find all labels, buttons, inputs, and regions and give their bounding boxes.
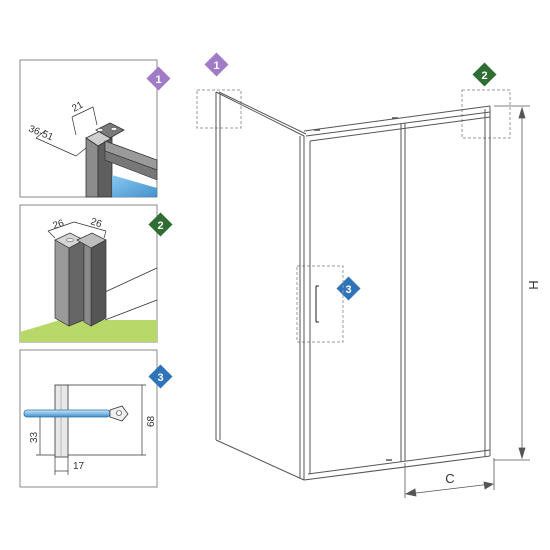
shower-enclosure [196,89,511,481]
height-label: H [526,280,541,289]
detail-1-dimension-lines [35,106,98,157]
front-frame [303,105,491,481]
marker-2-main-label: 2 [481,70,487,82]
detail-1-dim-top: 21 [70,100,85,115]
width-dimension [404,458,495,498]
detail-panel-3: 68 33 17 [19,349,158,488]
detail-3-dim-height: 68 [146,415,157,427]
door-handle [315,285,319,323]
marker-1-main: 1 [204,52,229,77]
width-label: C [445,471,454,486]
marker-2-panel: 2 [148,212,173,237]
callout-box-3 [296,265,344,343]
side-panel [215,91,307,481]
detail-3-dim-width: 17 [73,461,85,472]
marker-1-main-label: 1 [213,60,219,72]
marker-2-panel-label: 2 [157,220,163,232]
marker-2-main: 2 [472,62,497,87]
floor-surface [20,320,157,342]
marker-3-main: 3 [336,276,361,301]
callout-box-2 [461,89,511,139]
detail-2-dim-right: 26 [89,216,103,230]
glass-panel-section [23,409,111,418]
callout-box-1 [196,89,242,129]
marker-3-main-label: 3 [345,284,351,296]
corner-post-profile [54,232,107,327]
marker-3-panel: 3 [148,364,173,389]
detail-panel-1: 21 36-51 [19,59,158,198]
detail-3-dim-lower: 33 [29,431,40,443]
detail-2-dimension-lines [47,221,107,239]
handle-profile [23,384,129,458]
marker-1-panel: 1 [146,66,171,91]
height-dimension [494,105,530,461]
detail-2-dim-left: 26 [52,218,66,232]
sliding-door [400,123,406,462]
marker-3-panel-label: 3 [157,372,163,384]
marker-1-panel-label: 1 [155,74,161,86]
detail-panel-2: 26 26 [19,204,158,343]
detail-3-dimension-lines [36,384,146,475]
detail-panel-3-frame [19,349,158,488]
profile-top-corner [85,122,158,198]
